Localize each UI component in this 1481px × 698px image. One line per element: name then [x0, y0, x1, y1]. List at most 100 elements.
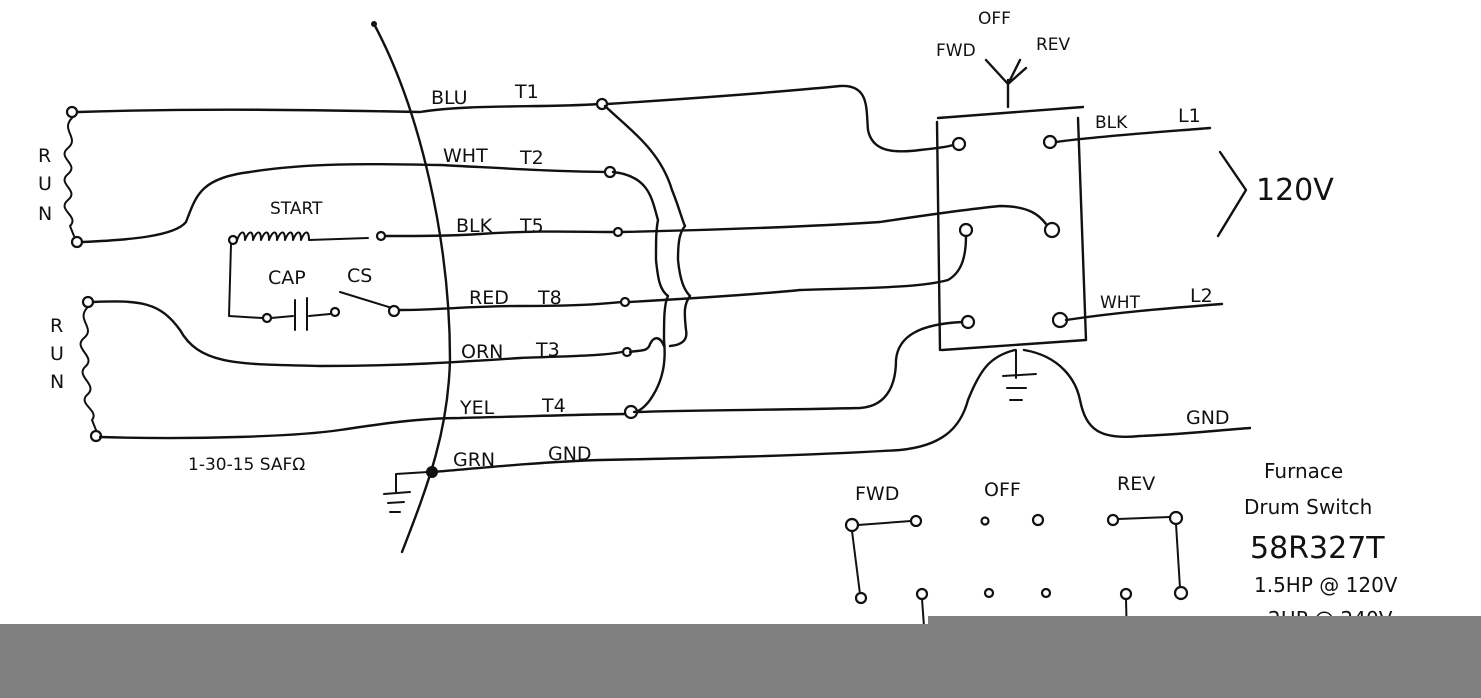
switch-box-top [936, 105, 1085, 120]
wire-red-t8 [398, 300, 624, 312]
contact-point [1119, 587, 1133, 601]
capacitor-icon [270, 297, 331, 331]
run-label-u: U [38, 173, 52, 195]
lead-terminals [595, 97, 639, 420]
run-label-r: R [38, 145, 51, 167]
contact-point [980, 516, 990, 526]
lead-terminal-label: T1 [514, 81, 539, 103]
wire-blk-t5 [383, 230, 617, 238]
lead-color-label: WHT [443, 145, 488, 167]
voltage-bracket-icon [1216, 150, 1248, 238]
lead-terminal-label: GND [548, 443, 592, 465]
motor-housing-boundary [372, 22, 452, 554]
position-rev-label: REV [1117, 473, 1155, 495]
lever-fwd-label: FWD [936, 41, 976, 61]
ground-icon [383, 471, 429, 513]
contact-point [915, 587, 929, 601]
fwd-jumpers [851, 520, 912, 595]
switch-terminal [951, 136, 967, 152]
wire-orn-t3 [91, 300, 624, 368]
ground-junction-dot [426, 466, 438, 478]
contact-point [983, 587, 995, 599]
contact-point [909, 514, 923, 528]
contact-point [844, 517, 860, 533]
switch-lever-icon [984, 58, 1028, 109]
cap-terminal [261, 312, 273, 324]
cs-label: CS [347, 265, 372, 287]
contact-point [1106, 513, 1120, 527]
start-coil-icon [236, 231, 369, 241]
l2-color-label: WHT [1100, 293, 1141, 313]
wire-l2 [1064, 302, 1224, 322]
drum-switch-schematic: OFF FWD REV [935, 9, 1088, 352]
lever-rev-label: REV [1036, 35, 1071, 55]
wire-t4-to-switch [635, 320, 964, 414]
lead-terminal-label: T8 [537, 287, 562, 309]
note-line1: Furnace [1264, 459, 1343, 483]
cap-label: CAP [268, 267, 306, 289]
lead-terminal-label: T5 [519, 215, 544, 237]
lead-color-label: BLU [431, 87, 468, 109]
wire-grn-gnd [432, 348, 1017, 474]
switch-ground: GND [1002, 348, 1252, 438]
contact-point [1040, 587, 1052, 599]
switch-box-right-bottom [940, 116, 1088, 352]
switch-terminal [958, 222, 974, 238]
motor-ground [383, 466, 438, 513]
wire-gnd [1022, 348, 1252, 438]
lead-terminal-label: T4 [541, 395, 566, 417]
wire-wht-t2 [80, 162, 612, 244]
lead-labels: BLU T1 WHT T2 BLK T5 RED T8 ORN T3 YEL T… [431, 81, 592, 471]
part-notes: Furnace Drum Switch 58R327T 1.5HP @ 120V… [1244, 459, 1398, 631]
run-label-n: N [38, 203, 52, 225]
run-label-r: R [50, 315, 63, 337]
switch-terminal [1043, 221, 1061, 239]
run-label-u: U [50, 343, 64, 365]
gray-overlay-bar-raised [928, 616, 1481, 626]
start-to-cap-wire [228, 243, 263, 319]
winding-terminal [70, 235, 84, 249]
switch-terminal [1042, 134, 1058, 150]
voltage-label: 120V [1256, 173, 1334, 208]
wire-blu-t1 [76, 102, 602, 114]
run-winding-lower: R U N [50, 295, 103, 443]
contact-point [1031, 513, 1045, 527]
line-supply: BLK L1 WHT L2 120V [1054, 105, 1334, 322]
start-terminal [227, 234, 239, 246]
contact-point [854, 591, 868, 605]
wire-t1-to-switch [605, 84, 955, 153]
l1-color-label: BLK [1095, 113, 1128, 133]
l2-label: L2 [1190, 285, 1213, 307]
wire-t8-to-switch [627, 234, 968, 304]
cs-terminal [387, 304, 401, 318]
winding-terminal [81, 295, 95, 309]
gnd-label: GND [1186, 407, 1230, 429]
lead-color-label: ORN [461, 341, 503, 363]
wire-yel-t4 [98, 412, 628, 440]
note-line2: Drum Switch [1244, 495, 1372, 519]
start-label: START [270, 199, 323, 219]
jumper-t1-t3 [603, 104, 692, 348]
lead-color-label: RED [469, 287, 509, 309]
lead-color-label: GRN [453, 449, 495, 471]
switch-box-left [935, 120, 942, 352]
position-fwd-label: FWD [855, 483, 899, 505]
centrifugal-switch-icon [339, 291, 393, 309]
rating-120v: 1.5HP @ 120V [1254, 573, 1398, 597]
lever-off-label: OFF [978, 9, 1011, 29]
coil-icon [63, 117, 75, 237]
wire-l1 [1054, 126, 1212, 144]
jumper-t2-t4 [611, 170, 670, 414]
run-label-n: N [50, 371, 64, 393]
lead-color-label: BLK [456, 215, 493, 237]
nameplate-note: 1-30-15 SAFΩ [188, 455, 305, 475]
housing-end-dot [371, 21, 377, 27]
l1-label: L1 [1178, 105, 1201, 127]
winding-terminal [65, 105, 79, 119]
jumper-t3-link [628, 337, 666, 354]
coil-icon [79, 307, 97, 431]
lead-terminal-label: T2 [519, 147, 544, 169]
start-circuit: START CAP CS [227, 199, 401, 331]
